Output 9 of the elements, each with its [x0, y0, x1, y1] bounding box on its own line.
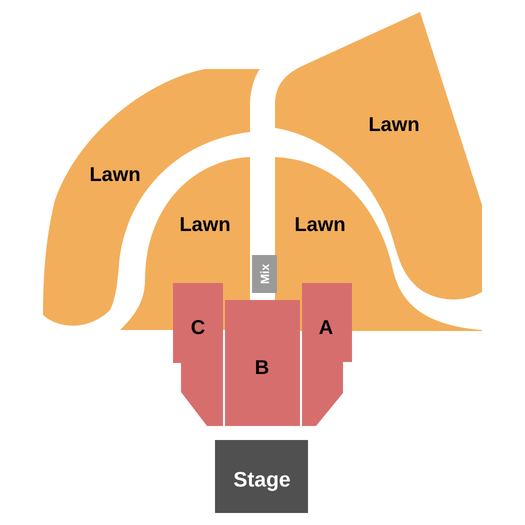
section-label: Lawn — [368, 115, 420, 135]
section-label: Stage — [233, 470, 291, 490]
section-label: B — [254, 358, 270, 378]
section-label: Lawn — [179, 215, 231, 235]
section-label: Lawn — [89, 165, 141, 185]
section-label: Lawn — [294, 215, 346, 235]
section-label: C — [190, 318, 206, 338]
section-label: Mix — [258, 264, 270, 284]
section-label: A — [318, 318, 334, 338]
